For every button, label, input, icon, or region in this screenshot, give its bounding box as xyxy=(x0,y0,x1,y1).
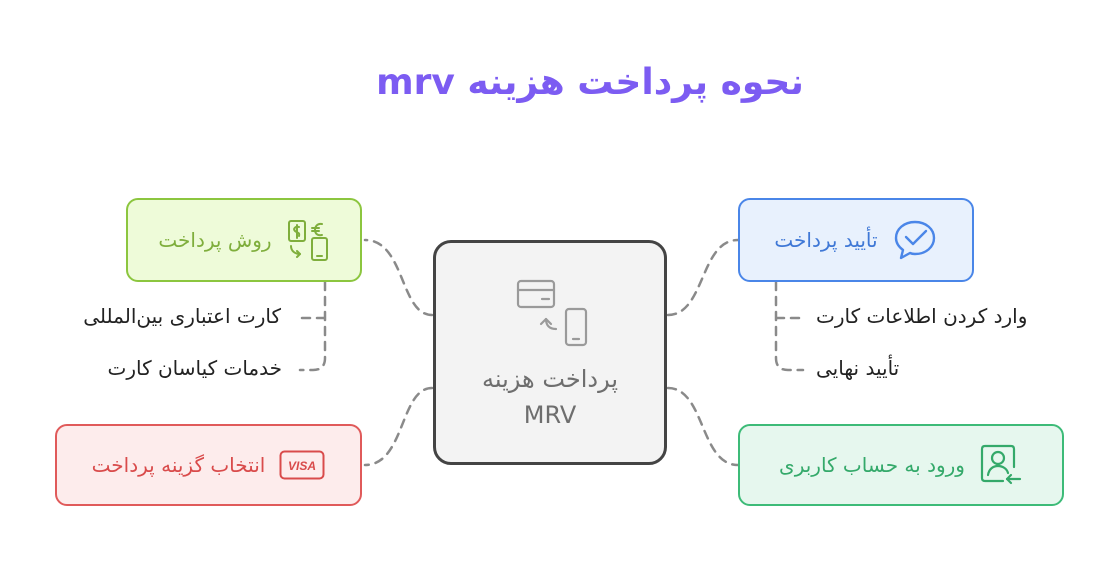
connector-center-to-login xyxy=(666,386,740,467)
connector-payment-method-subitems xyxy=(298,280,327,372)
node-payment-method: روش پرداخت xyxy=(126,198,362,282)
subitem-enter-card-info: وارد کردن اطلاعات کارت xyxy=(816,304,1028,328)
subitem-final-confirm: تأیید نهایی xyxy=(816,356,900,380)
connector-center-to-select-option xyxy=(363,386,434,467)
chat-check-icon xyxy=(892,218,938,262)
node-payment-confirm-label: تأیید پرداخت xyxy=(774,228,878,252)
diagram-title: نحوه پرداخت هزینه mrv xyxy=(376,62,804,103)
node-select-option: VISA انتخاب گزینه پرداخت xyxy=(55,424,362,506)
center-label-line1: پرداخت هزینه xyxy=(482,365,618,393)
node-select-option-label: انتخاب گزینه پرداخت xyxy=(91,453,266,477)
subitem-international-card: کارت اعتباری بین‌المللی xyxy=(83,304,281,328)
node-login-label: ورود به حساب کاربری xyxy=(779,453,965,477)
connector-center-to-payment-confirm xyxy=(666,238,740,317)
currency-exchange-icon xyxy=(286,218,330,262)
user-login-icon xyxy=(979,443,1023,487)
connector-center-to-payment-method xyxy=(363,238,434,317)
connector-payment-confirm-subitems xyxy=(774,280,805,372)
subitem-kiasan-card: خدمات کیاسان کارت xyxy=(107,356,282,380)
center-label: پرداخت هزینه MRV xyxy=(436,361,664,433)
card-to-mobile-icon xyxy=(516,277,596,357)
node-payment-confirm: تأیید پرداخت xyxy=(738,198,974,282)
visa-card-icon: VISA xyxy=(279,450,325,480)
node-payment-method-label: روش پرداخت xyxy=(158,228,272,252)
visa-badge-text: VISA xyxy=(288,459,316,473)
node-login: ورود به حساب کاربری xyxy=(738,424,1064,506)
center-node: پرداخت هزینه MRV xyxy=(433,240,667,465)
center-label-line2: MRV xyxy=(523,401,577,429)
